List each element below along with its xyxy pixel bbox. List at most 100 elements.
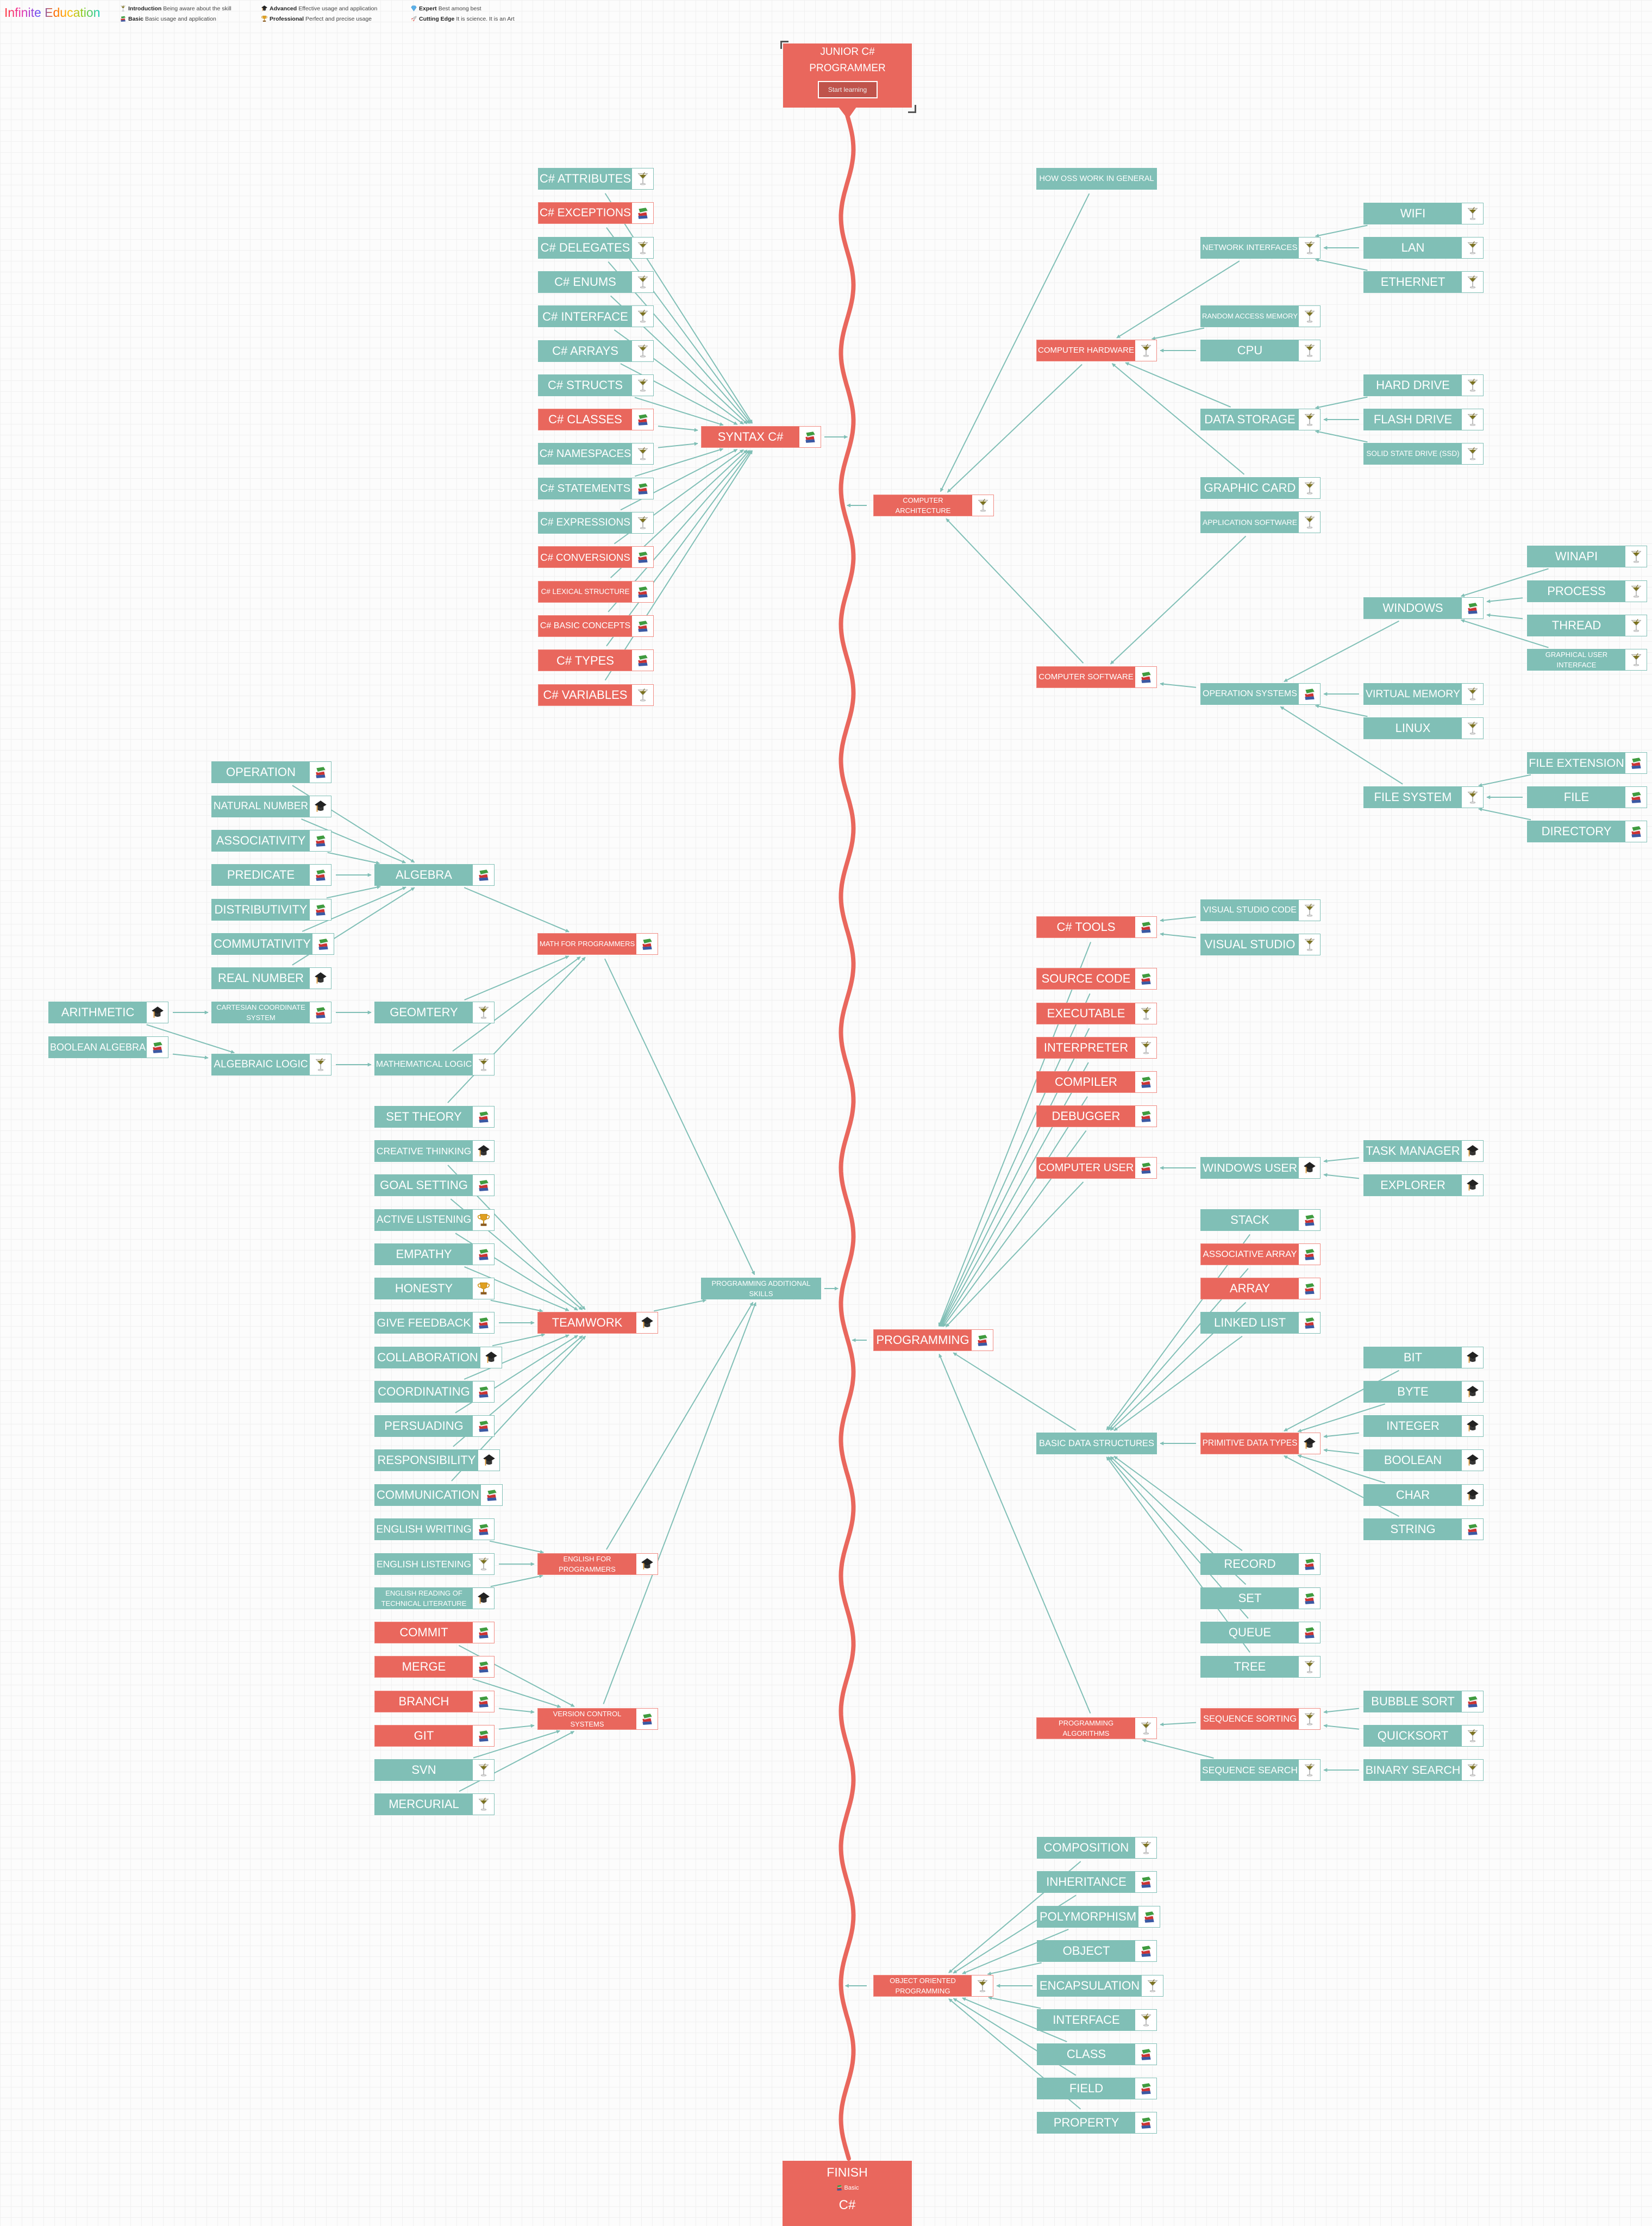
node-property[interactable]: PROPERTY [1037,2112,1157,2134]
node-commut[interactable]: COMMUTATIVITY [211,933,334,955]
node-basicc[interactable]: C# BASIC CONCEPTS [538,615,654,637]
node-oclass[interactable]: CLASS [1037,2043,1157,2065]
node-conv[interactable]: C# CONVERSIONS [538,546,654,568]
node-math[interactable]: MATH FOR PROGRAMMERS [537,933,658,955]
node-poly[interactable]: POLYMORPHISM [1037,1906,1160,1928]
node-assocarr[interactable]: ASSOCIATIVE ARRAY [1200,1243,1321,1265]
node-pred[interactable]: PREDICATE [211,864,331,886]
node-howoss[interactable]: HOW OSS WORK IN GENERAL [1036,168,1157,190]
node-lan[interactable]: LAN [1363,237,1484,259]
node-feedback[interactable]: GIVE FEEDBACK [374,1312,495,1334]
node-byte[interactable]: BYTE [1363,1381,1484,1403]
node-mathlogic[interactable]: MATHEMATICAL LOGIC [374,1054,495,1076]
node-creative[interactable]: CREATIVE THINKING [374,1140,495,1162]
node-ns[interactable]: C# NAMESPACES [538,443,654,465]
node-settheory[interactable]: SET THEORY [374,1106,495,1128]
node-geom[interactable]: GEOMTERY [374,1002,495,1023]
node-alglogic[interactable]: ALGEBRAIC LOGIC [211,1054,331,1076]
node-bubble[interactable]: BUBBLE SORT [1363,1691,1484,1712]
node-progalg[interactable]: PROGRAMMING ALGORITHMS [1036,1717,1157,1739]
node-englisten[interactable]: ENGLISH LISTENING [374,1553,495,1575]
node-programming[interactable]: PROGRAMMING [873,1329,993,1351]
node-assoc[interactable]: ASSOCIATIVITY [211,830,331,852]
node-linked[interactable]: LINKED LIST [1200,1312,1321,1334]
node-empathy[interactable]: EMPATHY [374,1243,495,1265]
node-pas[interactable]: PROGRAMMING ADDITIONAL SKILLS [701,1278,821,1299]
node-os[interactable]: OPERATION SYSTEMS [1200,683,1321,705]
node-ram[interactable]: RANDOM ACCESS MEMORY [1200,305,1321,327]
node-seqsearch[interactable]: SEQUENCE SEARCH [1200,1759,1321,1781]
node-char[interactable]: CHAR [1363,1484,1484,1506]
node-tree[interactable]: TREE [1200,1656,1321,1678]
node-vscode[interactable]: VISUAL STUDIO CODE [1200,899,1321,921]
node-taskmgr[interactable]: TASK MANAGER [1363,1140,1484,1162]
node-engwrite[interactable]: ENGLISH WRITING [374,1518,495,1540]
node-queue[interactable]: QUEUE [1200,1622,1321,1643]
node-stack[interactable]: STACK [1200,1209,1321,1231]
node-teamwork[interactable]: TEAMWORK [537,1312,658,1334]
node-exc[interactable]: C# EXCEPTIONS [538,202,654,224]
node-collab[interactable]: COLLABORATION [374,1347,502,1368]
node-field[interactable]: FIELD [1037,2078,1157,2099]
node-comm[interactable]: COMMUNICATION [374,1484,503,1506]
node-fsys[interactable]: FILE SYSTEM [1363,786,1484,808]
node-distrib[interactable]: DISTRIBUTIVITY [211,899,331,921]
node-cart[interactable]: CARTESIAN COORDINATE SYSTEM [211,1002,331,1023]
node-encap[interactable]: ENCAPSULATION [1037,1975,1163,1997]
node-gcard[interactable]: GRAPHIC CARD [1200,477,1321,499]
start-learning-button[interactable]: Start learning [817,81,878,98]
node-appsw[interactable]: APPLICATION SOFTWARE [1200,511,1321,533]
node-realnum[interactable]: REAL NUMBER [211,967,331,989]
node-arith[interactable]: ARITHMETIC [48,1002,168,1023]
node-lex[interactable]: C# LEXICAL STRUCTURE [538,580,654,603]
node-thread[interactable]: THREAD [1527,615,1647,636]
node-classes[interactable]: C# CLASSES [538,409,654,431]
node-vmem[interactable]: VIRTUAL MEMORY [1363,683,1484,705]
node-set[interactable]: SET [1200,1587,1321,1609]
node-syntax[interactable]: SYNTAX C# [701,426,821,448]
node-mercurial[interactable]: MERCURIAL [374,1793,495,1815]
node-oop[interactable]: OBJECT ORIENTED PROGRAMMING [873,1975,993,1997]
node-inherit[interactable]: INHERITANCE [1037,1871,1157,1893]
node-linux[interactable]: LINUX [1363,717,1484,739]
node-prim[interactable]: PRIMITIVE DATA TYPES [1200,1433,1321,1454]
node-arrays[interactable]: C# ARRAYS [538,340,654,362]
node-vcs[interactable]: VERSION CONTROL SYSTEMS [537,1708,658,1730]
node-dir[interactable]: DIRECTORY [1527,821,1647,842]
node-svn[interactable]: SVN [374,1759,495,1781]
node-exec[interactable]: EXECUTABLE [1036,1003,1157,1024]
node-coord[interactable]: COORDINATING [374,1381,495,1403]
node-debugger[interactable]: DEBUGGER [1036,1105,1157,1127]
node-english[interactable]: ENGLISH FOR PROGRAMMERS [537,1553,658,1575]
node-persuade[interactable]: PERSUADING [374,1415,495,1437]
node-boolean[interactable]: BOOLEAN [1363,1449,1484,1471]
node-wifi[interactable]: WIFI [1363,203,1484,224]
node-git[interactable]: GIT [374,1725,495,1747]
node-windows[interactable]: WINDOWS [1363,597,1484,619]
node-record[interactable]: RECORD [1200,1553,1321,1575]
node-explorer[interactable]: EXPLORER [1363,1174,1484,1196]
node-cpu[interactable]: CPU [1200,340,1321,361]
node-winapi[interactable]: WINAPI [1527,546,1647,567]
node-fext[interactable]: FILE EXTENSION [1527,752,1647,774]
node-commit[interactable]: COMMIT [374,1622,495,1643]
node-quick[interactable]: QUICKSORT [1363,1725,1484,1747]
node-process[interactable]: PROCESS [1527,580,1647,602]
node-listen[interactable]: ACTIVE LISTENING [374,1209,495,1231]
node-goal[interactable]: GOAL SETTING [374,1174,495,1196]
node-engread[interactable]: ENGLISH READING OF TECHNICAL LITERATURE [374,1587,495,1609]
node-seqsort[interactable]: SEQUENCE SORTING [1200,1708,1321,1730]
node-enums[interactable]: C# ENUMS [538,271,654,293]
node-bds[interactable]: BASIC DATA STRUCTURES [1036,1433,1157,1454]
node-array[interactable]: ARRAY [1200,1278,1321,1299]
node-file[interactable]: FILE [1527,786,1647,808]
node-netif[interactable]: NETWORK INTERFACES [1200,237,1321,259]
node-ssd[interactable]: SOLID STATE DRIVE (SSD) [1363,443,1484,465]
node-operation[interactable]: OPERATION [211,761,331,783]
node-integer[interactable]: INTEGER [1363,1415,1484,1437]
node-flash[interactable]: FLASH DRIVE [1363,409,1484,430]
node-vs[interactable]: VISUAL STUDIO [1200,934,1321,955]
node-exprs[interactable]: C# EXPRESSIONS [538,512,654,534]
node-bit[interactable]: BIT [1363,1347,1484,1368]
node-string[interactable]: STRING [1363,1518,1484,1540]
